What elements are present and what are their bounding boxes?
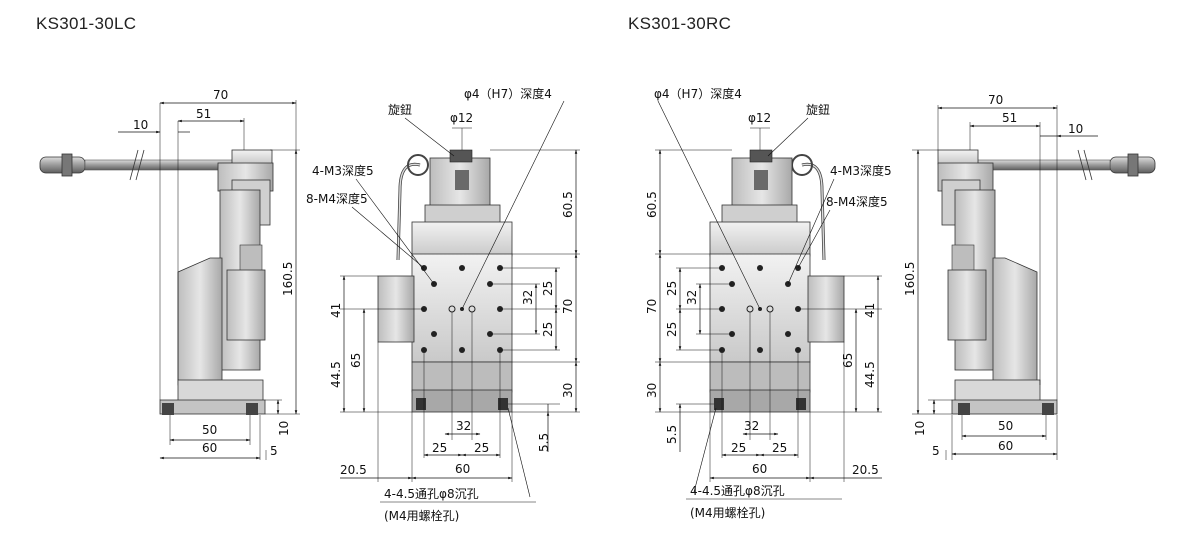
dim-5: 5: [932, 444, 940, 458]
dim-5-5: 5.5: [537, 433, 551, 452]
left-side-view: [39, 149, 274, 415]
right-model-title: KS301-30RC: [628, 14, 732, 33]
right-front-view: [709, 149, 845, 413]
dim-5-5: 5.5: [665, 425, 679, 444]
right-front-dims: 60.5 70 30 25 25 32 5.5 41 44.5 65 32: [645, 111, 882, 482]
right-front-labels: 旋鈕 φ4（H7）深度4 4-M3深度5 8-M4深度5 4-4.5通孔φ8沉孔…: [654, 86, 892, 520]
label-m3-tap: 4-M3深度5: [830, 163, 892, 178]
dim-30: 30: [645, 383, 659, 398]
dim-5: 5: [270, 444, 278, 458]
dim-44-5: 44.5: [329, 361, 343, 388]
right-side-dims: 70 51 10 160.5 10 5 50 60: [903, 93, 1098, 460]
label-knob: 旋鈕: [388, 103, 412, 117]
label-knob: 旋鈕: [806, 103, 830, 117]
dim-60: 60: [202, 441, 217, 455]
label-pin-hole: φ4（H7）深度4: [464, 86, 552, 101]
label-m4-tap: 8-M4深度5: [306, 191, 368, 206]
dim-phi12: φ12: [748, 111, 771, 125]
dim-50: 50: [998, 419, 1013, 433]
dim-10b: 10: [277, 421, 291, 436]
left-base: [159, 399, 266, 415]
label-through-hole: 4-4.5通孔φ8沉孔: [690, 484, 785, 498]
right-side-view: [937, 149, 1156, 415]
dim-60b: 60: [752, 462, 767, 476]
dim-20-5: 20.5: [852, 463, 879, 477]
right-front-knob: [749, 149, 773, 163]
left-front-base: [411, 389, 513, 413]
dim-160-5: 160.5: [903, 262, 917, 296]
left-front-dims: 60.5 25 25 32 70 30 5.5 41 44.5 65: [329, 111, 580, 482]
dim-50: 50: [202, 423, 217, 437]
dim-phi12: φ12: [450, 111, 473, 125]
dim-60b: 60: [455, 462, 470, 476]
dim-10b: 10: [913, 421, 927, 436]
dim-44-5: 44.5: [863, 361, 877, 388]
dim-51: 51: [1002, 111, 1017, 125]
dim-25c: 25: [432, 441, 447, 455]
dim-65: 65: [841, 353, 855, 368]
dim-41: 41: [329, 303, 343, 318]
label-bolt-hole: (M4用螺栓孔): [690, 505, 765, 520]
dim-60-5: 60.5: [645, 191, 659, 218]
dim-70: 70: [213, 88, 228, 102]
right-knob: [937, 149, 979, 165]
dim-25a: 25: [665, 281, 679, 296]
right-base: [951, 399, 1058, 415]
dim-10: 10: [133, 118, 148, 132]
label-through-hole: 4-4.5通孔φ8沉孔: [384, 487, 479, 501]
dim-32: 32: [521, 290, 535, 305]
dim-70: 70: [988, 93, 1003, 107]
dim-65: 65: [349, 353, 363, 368]
dim-25d: 25: [772, 441, 787, 455]
label-bolt-hole: (M4用螺栓孔): [384, 508, 459, 523]
dim-160-5: 160.5: [281, 262, 295, 296]
dim-20-5: 20.5: [340, 463, 367, 477]
left-knob: [231, 149, 273, 165]
dim-25b: 25: [541, 322, 555, 337]
dim-60: 60: [998, 439, 1013, 453]
dim-32b: 32: [456, 419, 471, 433]
left-side-dims: 70 51 10 160.5 10 5 50 60: [118, 88, 300, 460]
dim-70v: 70: [561, 299, 575, 314]
label-m4-tap: 8-M4深度5: [826, 194, 888, 209]
left-front-labels: 旋鈕 φ4（H7）深度4 4-M3深度5 8-M4深度5 4-4.5通孔φ8沉孔…: [306, 86, 565, 523]
dim-10: 10: [1068, 122, 1083, 136]
dim-25c: 25: [731, 441, 746, 455]
dim-25d: 25: [474, 441, 489, 455]
left-front-knob: [449, 149, 473, 163]
dim-70v: 70: [645, 299, 659, 314]
dim-30: 30: [561, 383, 575, 398]
dim-32b: 32: [744, 419, 759, 433]
dim-60-5: 60.5: [561, 191, 575, 218]
dim-32: 32: [685, 290, 699, 305]
dim-25a: 25: [541, 281, 555, 296]
label-m3-tap: 4-M3深度5: [312, 163, 374, 178]
left-front-view: [377, 149, 513, 413]
left-model-title: KS301-30LC: [36, 14, 137, 33]
dim-51: 51: [196, 107, 211, 121]
label-pin-hole: φ4（H7）深度4: [654, 86, 742, 101]
dim-41: 41: [863, 303, 877, 318]
dim-25b: 25: [665, 322, 679, 337]
right-front-base: [709, 389, 811, 413]
